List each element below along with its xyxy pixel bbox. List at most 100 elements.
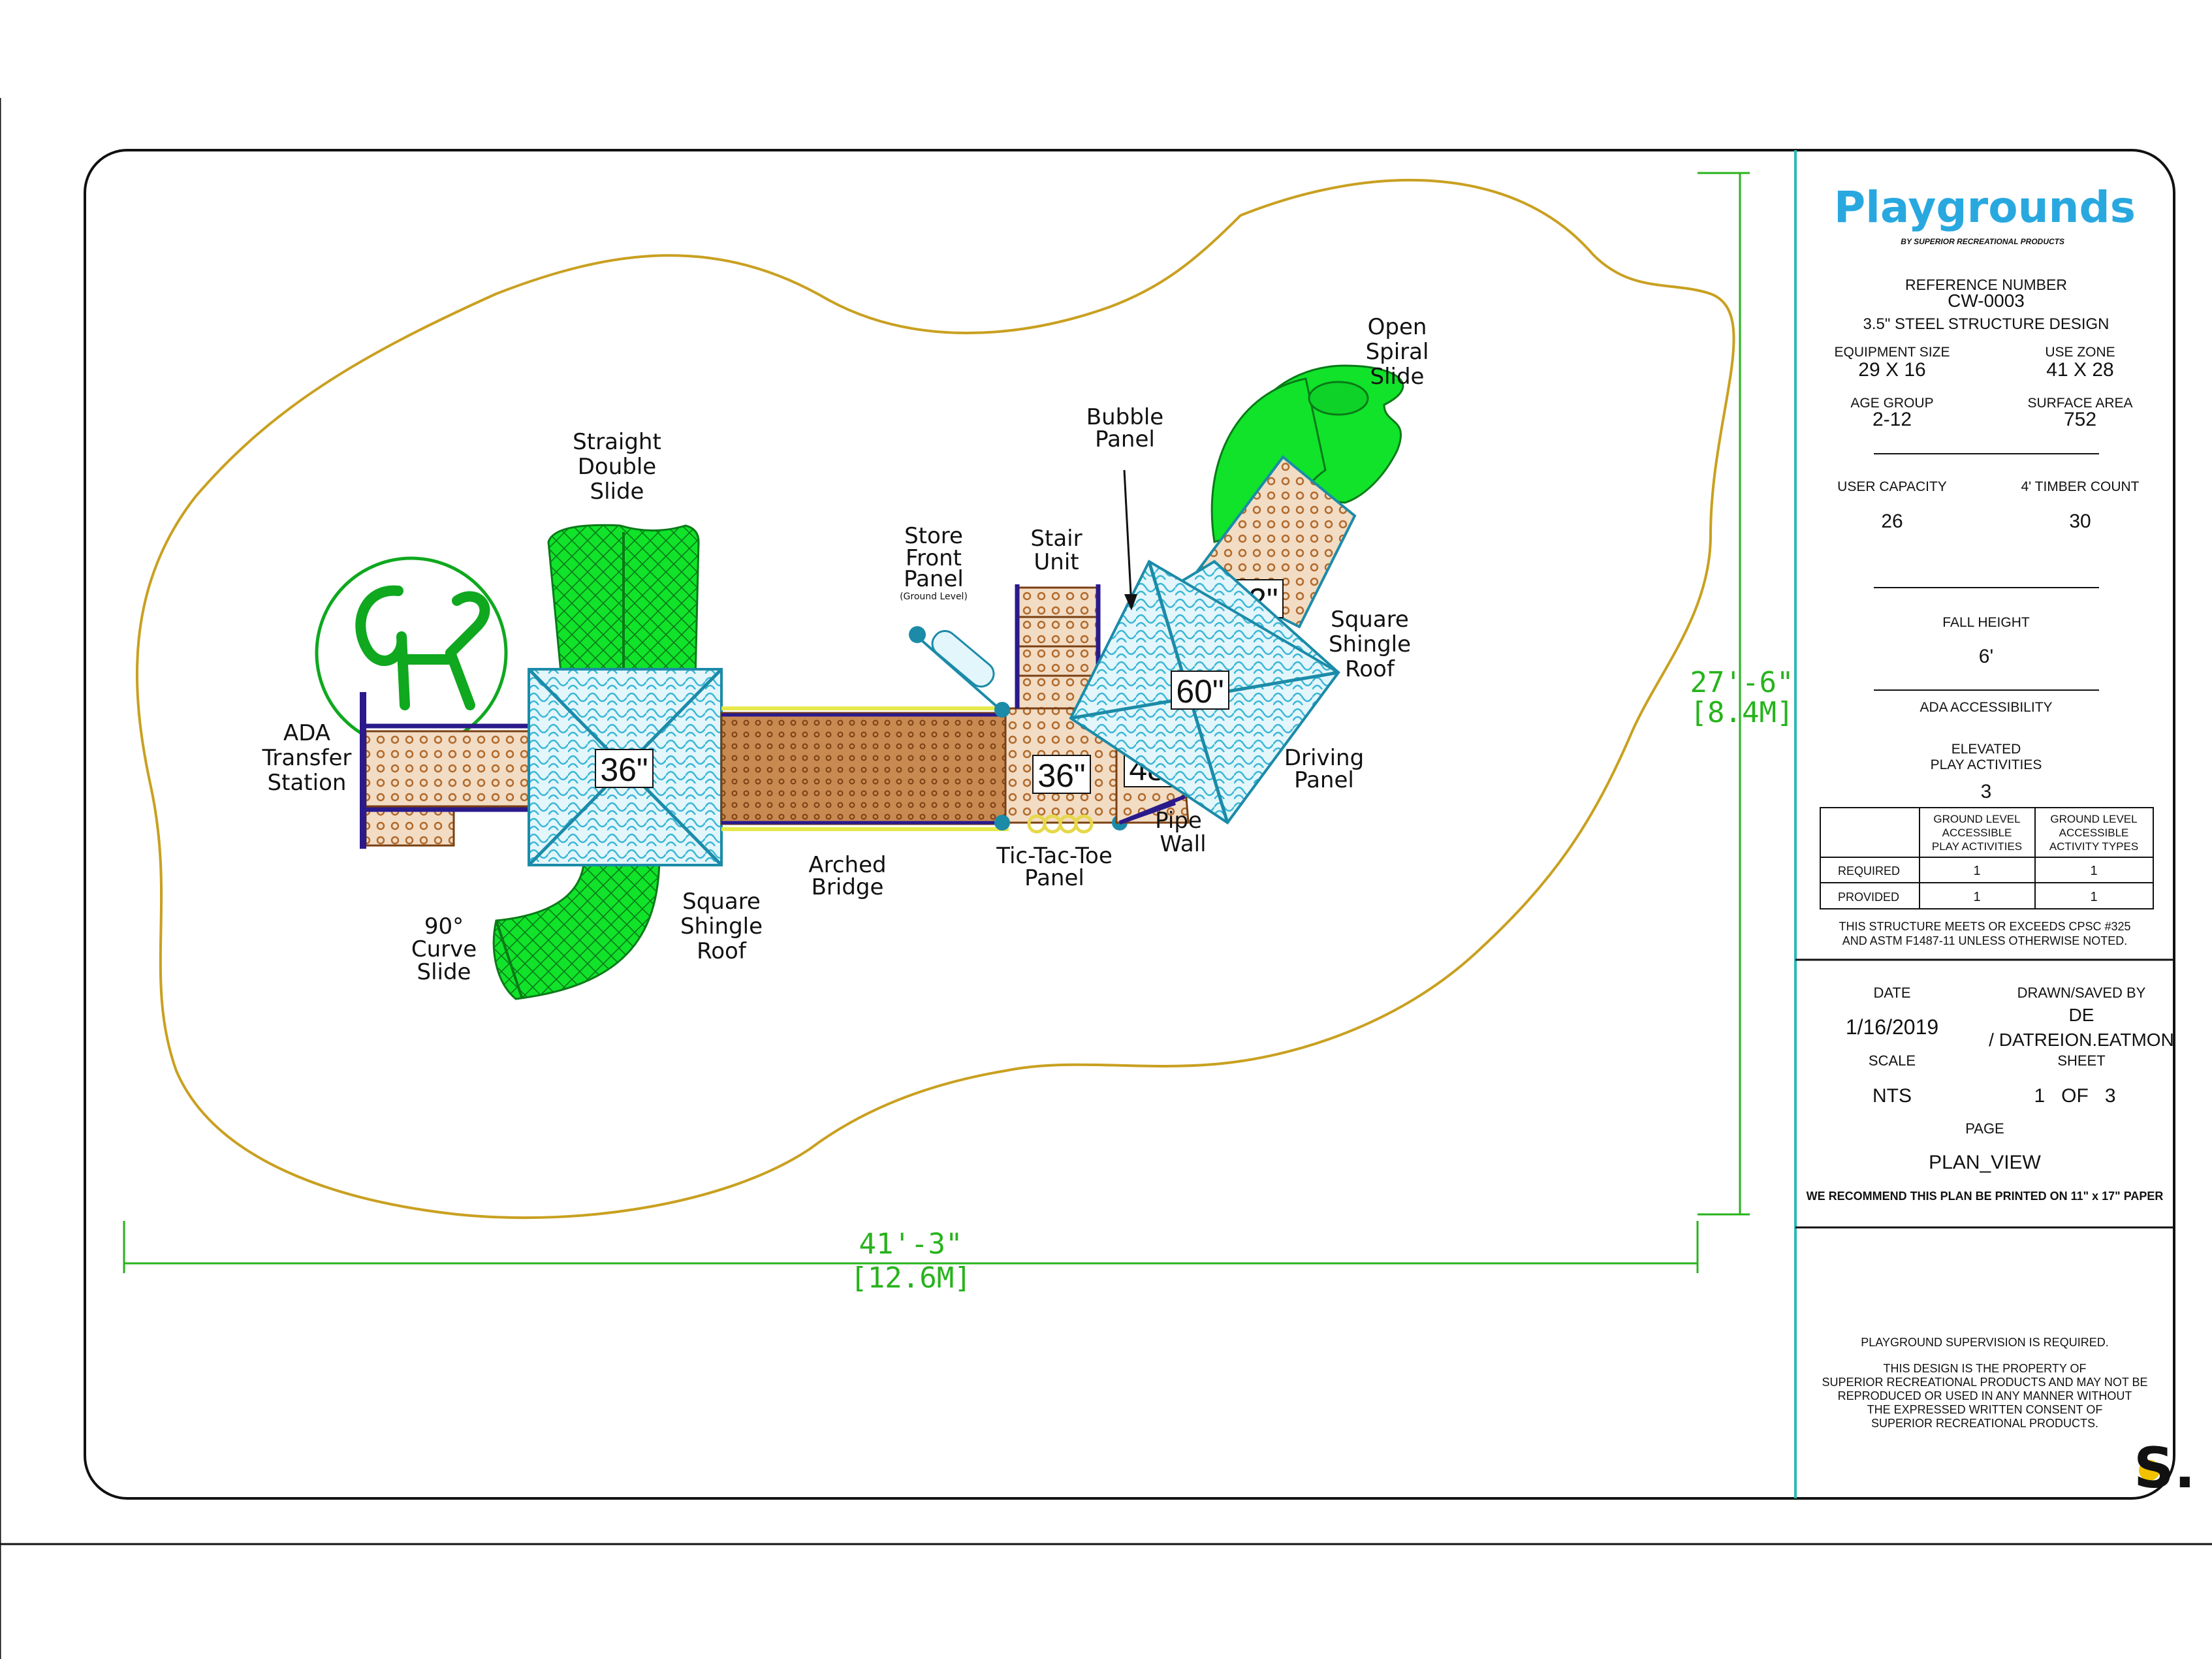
label-square-roof-left-1: Square [682, 889, 761, 915]
table-head-1-line1: GROUND LEVEL [1933, 813, 2020, 825]
ada-transfer-station [360, 692, 530, 849]
label-open-spiral-3: Slide [1370, 364, 1425, 390]
user-capacity-value: 26 [1881, 511, 1903, 532]
svg-text:S.: S. [2134, 1436, 2196, 1501]
drawn-by-value-1: DE [2069, 1005, 2094, 1025]
elevated-label-2: PLAY ACTIVITIES [1931, 757, 2042, 772]
label-ada-transfer-3: Station [268, 770, 347, 796]
label-arched-bridge-2: Bridge [812, 874, 884, 900]
date-value: 1/16/2019 [1846, 1015, 1938, 1039]
label-curve-slide-2: Curve [411, 936, 477, 962]
label-driving-panel-1: Driving [1284, 745, 1364, 771]
property-notice-5: SUPERIOR RECREATIONAL PRODUCTS. [1871, 1417, 2098, 1430]
label-store-front-3: Panel [904, 566, 964, 592]
drawn-by-value-2: / DATREION.EATMON [1989, 1030, 2174, 1050]
label-ada-transfer-2: Transfer [262, 745, 352, 771]
label-store-front-1: Store [904, 523, 963, 549]
table-row-value: 1 [1973, 864, 1980, 878]
dimension-lines [123, 172, 1750, 1273]
table-row-value: 1 [2090, 890, 2097, 904]
right-square-roof [1069, 560, 1340, 825]
supervision-note: PLAYGROUND SUPERVISION IS REQUIRED. [1861, 1336, 2108, 1349]
label-straight-double-slide-1: Straight [573, 429, 661, 455]
tictactoe-panel-rings [1027, 814, 1094, 834]
component-labels: Straight Double Slide ADA Transfer Stati… [262, 314, 1429, 985]
age-group-value: 2-12 [1872, 409, 1912, 430]
drawing-border [84, 149, 2175, 1500]
center-deck [994, 702, 1128, 830]
width-dimension: 41'-3" [859, 1227, 963, 1261]
width-dimension-metric: [12.6M] [850, 1261, 971, 1295]
scale-label: SCALE [1869, 1052, 1916, 1069]
label-ada-transfer-1: ADA [283, 720, 330, 746]
title-block: Playgrounds BY SUPERIOR RECREATIONAL PRO… [1807, 182, 2196, 1501]
curve-slide [492, 854, 661, 1000]
surface-area-value: 752 [2064, 409, 2096, 430]
sheet-value: 1 OF 3 [2034, 1085, 2115, 1107]
brand-logo: Playgrounds [1834, 182, 2136, 232]
ada-label: ADA ACCESSIBILITY [1920, 700, 2052, 715]
reference-label: REFERENCE NUMBER [1905, 276, 2067, 293]
fall-height-label: FALL HEIGHT [1942, 615, 2030, 630]
deck-height-60: 60" [1176, 673, 1224, 710]
property-notice-2: SUPERIOR RECREATIONAL PRODUCTS AND MAY N… [1822, 1376, 2147, 1389]
timber-count-label: 4' TIMBER COUNT [2021, 479, 2140, 494]
label-straight-double-slide-2: Double [578, 454, 656, 480]
label-store-front-2: Front [906, 545, 962, 571]
deck-height-left: 36" [600, 751, 648, 788]
table-head-2-line1: GROUND LEVEL [2050, 813, 2137, 825]
table-row-value: 1 [2090, 864, 2097, 878]
reference-value: CW-0003 [1948, 291, 2025, 311]
deck-height-center: 36" [1037, 757, 1085, 794]
table-row-label: PROVIDED [1838, 891, 1899, 904]
stair-unit [1015, 584, 1101, 710]
label-stair-unit-1: Stair [1030, 526, 1082, 552]
property-notice-3: REPRODUCED OR USED IN ANY MANNER WITHOUT [1838, 1389, 2132, 1402]
pipe-wall [1118, 795, 1186, 825]
equipment-size-label: EQUIPMENT SIZE [1835, 345, 1950, 360]
label-bubble-panel-2: Panel [1095, 426, 1155, 452]
label-pipe-wall-1: Pipe [1155, 808, 1202, 834]
scale-value: NTS [1872, 1085, 1912, 1107]
timber-count-value: 30 [2069, 511, 2091, 532]
property-notice-4: THE EXPRESSED WRITTEN CONSENT OF [1867, 1403, 2103, 1416]
use-zone-outline [136, 178, 1735, 1220]
page-label: PAGE [1965, 1120, 2004, 1137]
table-row-label: REQUIRED [1838, 864, 1900, 877]
print-note: WE RECOMMEND THIS PLAN BE PRINTED ON 11"… [1807, 1190, 2164, 1203]
page-value: PLAN_VIEW [1929, 1152, 2041, 1173]
table-head-1-line3: PLAY ACTIVITIES [1932, 840, 2022, 853]
superior-logo-icon: S. [2134, 1436, 2196, 1501]
sheet-label: SHEET [2057, 1052, 2105, 1069]
table-head-2-line3: ACTIVITY TYPES [2049, 840, 2138, 853]
user-capacity-label: USER CAPACITY [1837, 479, 1947, 494]
label-store-front-note: (Ground Level) [900, 592, 968, 602]
label-curve-slide-3: Slide [417, 959, 471, 985]
use-zone-label: USE ZONE [2045, 345, 2115, 360]
label-square-roof-right-1: Square [1331, 607, 1409, 633]
label-pipe-wall-2: Wall [1160, 831, 1206, 857]
table-head-2-line2: ACCESSIBLE [2059, 827, 2129, 839]
label-tictactoe-2: Panel [1024, 865, 1084, 891]
elevated-value: 3 [1981, 781, 1992, 802]
label-open-spiral-2: Spiral [1366, 339, 1429, 365]
age-group-label: AGE GROUP [1850, 396, 1933, 411]
use-zone-value: 41 X 28 [2046, 359, 2113, 381]
compliance-line-1: THIS STRUCTURE MEETS OR EXCEEDS CPSC #32… [1839, 920, 2130, 933]
surface-area-label: SURFACE AREA [2027, 396, 2132, 411]
compliance-line-2: AND ASTM F1487-11 UNLESS OTHERWISE NOTED… [1842, 934, 2127, 947]
accessibility-logo-icon [315, 556, 508, 750]
arched-bridge [720, 706, 1010, 831]
equipment-size-value: 29 X 16 [1858, 359, 1925, 381]
label-open-spiral-1: Open [1368, 314, 1427, 340]
property-notice-1: THIS DESIGN IS THE PROPERTY OF [1883, 1362, 2086, 1375]
store-front-panel [909, 626, 1000, 710]
label-driving-panel-2: Panel [1294, 767, 1354, 793]
label-tictactoe-1: Tic-Tac-Toe [996, 843, 1113, 869]
straight-double-slide [547, 524, 700, 692]
height-dimension-metric: [8.4M] [1690, 696, 1794, 729]
label-square-roof-right-3: Roof [1345, 656, 1395, 682]
accessibility-table [1820, 807, 2154, 909]
label-bubble-panel-1: Bubble [1086, 404, 1163, 430]
